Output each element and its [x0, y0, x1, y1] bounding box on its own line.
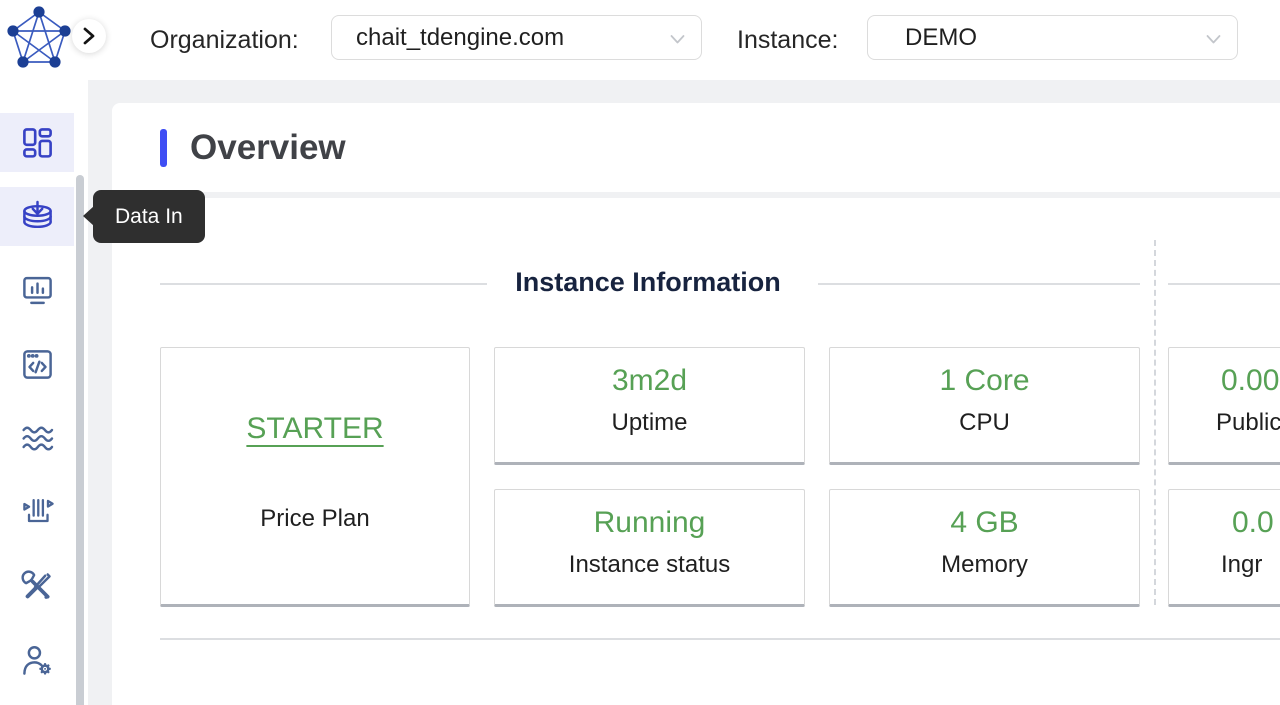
- grid-dashboard-icon: [22, 128, 52, 158]
- section-divider-line: [818, 283, 1140, 285]
- tdengine-logo-icon[interactable]: [6, 5, 72, 71]
- sidebar-item-tools[interactable]: [0, 557, 74, 616]
- section-divider-line: [1168, 283, 1280, 285]
- instance-value: DEMO: [905, 23, 977, 51]
- sidebar-item-dashboard[interactable]: [0, 113, 74, 172]
- price-plan-card: STARTER Price Plan: [160, 347, 470, 607]
- sidebar-scrollbar[interactable]: [76, 175, 84, 705]
- chevron-down-icon: [670, 35, 685, 44]
- tooltip-arrow: [83, 206, 94, 226]
- instance-select[interactable]: DEMO: [867, 15, 1238, 60]
- top-header: Organization: chait_tdengine.com Instanc…: [0, 0, 1280, 80]
- cpu-value: 1 Core: [939, 364, 1030, 397]
- page-title-card: Overview: [112, 103, 1280, 192]
- cpu-card: 1 Core CPU: [829, 347, 1140, 465]
- organization-value: chait_tdengine.com: [356, 23, 565, 51]
- ingress-value: 0.0: [1232, 506, 1274, 539]
- data-pipeline-icon: [22, 499, 54, 523]
- public-traffic-card: 0.005 Public: [1168, 347, 1280, 465]
- page-title: Overview: [190, 128, 346, 167]
- public-traffic-label: Public: [1216, 409, 1280, 436]
- chevron-down-icon: [1206, 35, 1221, 44]
- sidebar-item-data-in[interactable]: [0, 187, 74, 246]
- uptime-card: 3m2d Uptime: [494, 347, 805, 465]
- tooltip-text: Data In: [115, 205, 183, 228]
- uptime-label: Uptime: [611, 409, 688, 436]
- section-title: Instance Information: [515, 267, 781, 297]
- overview-content-card: Instance Information STARTER Price Plan …: [112, 198, 1280, 705]
- content-bottom-divider: [160, 638, 1280, 640]
- sidebar-item-users[interactable]: [0, 631, 74, 690]
- section-vertical-divider: [1154, 240, 1156, 605]
- instance-status-card: Running Instance status: [494, 489, 805, 607]
- sidebar-item-explorer[interactable]: [0, 261, 74, 320]
- sidebar-expand-button[interactable]: [72, 19, 106, 53]
- chevron-right-icon: [83, 27, 95, 45]
- instance-status-value: Running: [593, 506, 706, 539]
- user-settings-icon: [22, 646, 51, 675]
- sidebar-item-streams[interactable]: [0, 409, 74, 468]
- price-plan-label: Price Plan: [260, 505, 370, 532]
- sidebar-item-data-out[interactable]: [0, 483, 74, 542]
- sidebar-item-programming[interactable]: [0, 335, 74, 394]
- instance-label: Instance:: [737, 26, 839, 54]
- section-divider-line: [160, 283, 487, 285]
- instance-status-label: Instance status: [568, 551, 731, 578]
- memory-value: 4 GB: [950, 506, 1019, 539]
- memory-card: 4 GB Memory: [829, 489, 1140, 607]
- price-plan-link[interactable]: STARTER: [246, 412, 384, 445]
- cpu-label: CPU: [959, 409, 1010, 436]
- uptime-value: 3m2d: [611, 364, 688, 397]
- ingress-label: Ingr: [1221, 551, 1263, 578]
- organization-label: Organization:: [150, 26, 299, 54]
- database-import-icon: [22, 200, 52, 229]
- title-accent-bar: [160, 129, 167, 167]
- public-traffic-value: 0.005: [1221, 364, 1280, 397]
- data-in-tooltip: Data In: [83, 190, 205, 243]
- chart-monitor-icon: [22, 276, 52, 305]
- waves-icon: [21, 426, 53, 451]
- ingress-card: 0.0 Ingr: [1168, 489, 1280, 607]
- tools-icon: [21, 570, 51, 599]
- organization-select[interactable]: chait_tdengine.com: [331, 15, 702, 60]
- memory-label: Memory: [941, 551, 1028, 578]
- left-sidebar: [0, 80, 88, 705]
- code-window-icon: [22, 350, 52, 379]
